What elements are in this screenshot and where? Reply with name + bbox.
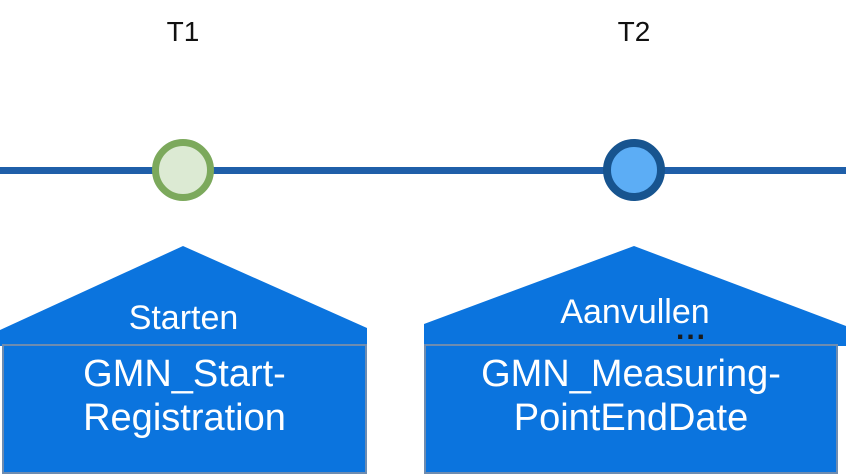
timeline-node-blue-icon bbox=[603, 139, 665, 201]
banner-box-line-2: PointEndDate bbox=[513, 397, 749, 439]
banner-box-line-1: GMN_Measuring- bbox=[481, 353, 781, 395]
banner-box-line-2: Registration bbox=[83, 397, 286, 439]
timeline-axis-line bbox=[0, 167, 846, 174]
banner-roof-shape-aanvullen bbox=[424, 246, 846, 346]
timeline-node-green-icon bbox=[152, 139, 214, 201]
banner-starten: Starten bbox=[0, 246, 367, 346]
banner-roof-shape-starten bbox=[0, 246, 367, 346]
banner-box-line-1: GMN_Start- bbox=[83, 353, 286, 395]
timeline-tick-label-t2: T2 bbox=[617, 16, 651, 47]
banner-aanvullen: Aanvullen ... bbox=[424, 246, 846, 346]
banner-box-gmn-measuringpointenddate: GMN_Measuring- PointEndDate bbox=[424, 344, 838, 474]
timeline-tick-label-t1: T1 bbox=[166, 16, 200, 47]
banner-box-gmn-start-registration: GMN_Start- Registration bbox=[2, 344, 367, 474]
banner-title-aanvullen: Aanvullen bbox=[560, 293, 710, 331]
ellipsis-icon: ... bbox=[676, 313, 708, 346]
banner-title-starten: Starten bbox=[128, 299, 239, 337]
